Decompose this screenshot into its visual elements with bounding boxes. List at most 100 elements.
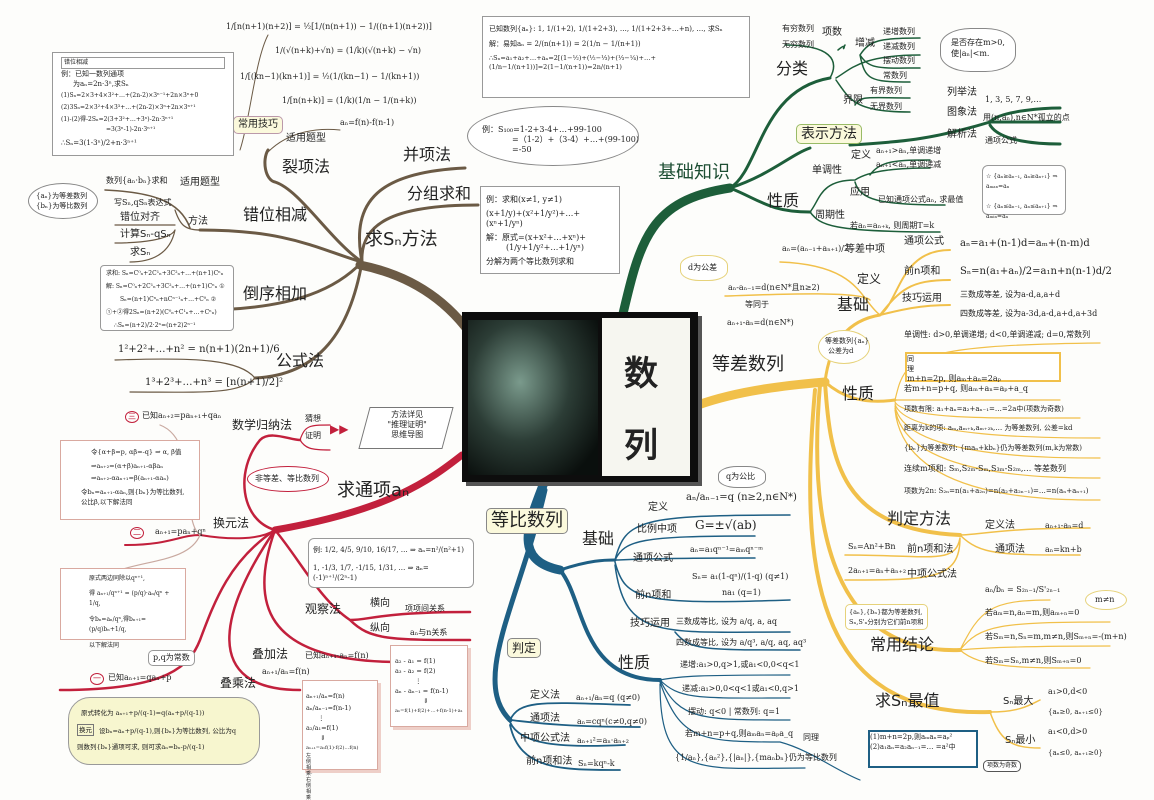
branch-shift <box>198 228 364 264</box>
case-2-line: 得 aₙ₊₁/qⁿ⁺¹ = (p/q)·aₙ/qⁿ + 1/q, <box>89 590 170 607</box>
reverse-example-line: ∴Sₙ=(n+2)/2·2ⁿ=(n+2)2ⁿ⁻¹ <box>114 322 196 329</box>
arith-base-label: 基础 <box>837 295 870 314</box>
split-use-label: 适用题型 <box>286 133 326 144</box>
arith-trick-4: 四数成等差, 设为a-3d,a-d,a+d,a+3d <box>960 309 1098 318</box>
sn-max-label: Sₙ最大 <box>1003 696 1034 707</box>
branch-arith-extreme <box>808 388 992 715</box>
group-sum-label: 分组求和 <box>407 184 472 203</box>
arith-gen-label: 通项公式 <box>904 236 944 247</box>
geo-prop-2: 递减:a₁>0,0<q<1或a₁<0,q>1 <box>682 684 799 693</box>
merge-example-line: 例：S₁₀₀=1-2+3-4+…+99-100 <box>482 125 602 134</box>
case-3-line: 令bₙ=aₙ₊₁-αaₙ,则{bₙ}为等比数列, <box>81 488 185 496</box>
split-example-line: 解：易知aₙ = 2/(n(n+1)) = 2(1/n − 1/(n+1)) <box>489 40 641 48</box>
basics-label: 基础知识 <box>658 162 730 183</box>
thought-line: 是否存在m>0, <box>951 38 1005 47</box>
monotonic-label: 单调性 <box>812 165 842 176</box>
case-1-badge: 一 <box>90 673 104 685</box>
geo-judge-sum: 前n项和法 <box>526 756 573 767</box>
shift-example-line: ∴Sₙ=3(1-3ⁿ)/2+n·3ⁿ⁺¹ <box>61 139 137 147</box>
arith-concl-note-line: Sₙ,S'ₙ分别为它们前n项和 <box>849 618 924 626</box>
arith-judge-label: 判定方法 <box>887 509 952 528</box>
arith-same-formula: m+n=2p, 则aₘ+aₙ=2aₚ <box>907 374 1001 383</box>
arith-judge-mid-formula: 2aₙ₊₁=aₙ+aₙ₊₂ <box>848 566 907 575</box>
geo-trick-3: 三数成等比, 设为 a/q, a, aq <box>676 617 778 626</box>
induction-label: 数学归纳法 <box>232 418 293 432</box>
shift-step-4: 求Sₙ <box>130 247 151 258</box>
shift-example-line: (2)3Sₙ=2×3²+4×3³+…+(2n-2)×3ⁿ+2n×3ⁿ⁺¹ <box>61 104 196 111</box>
observe-example-box: 例: 1/2, 4/5, 9/10, 16/17, … ⇒ aₙ=n²/(n²+… <box>308 538 474 588</box>
shift-example-line: 例：已知一数列通项 <box>61 70 124 78</box>
arith-note-line: 等差数列{aₙ} <box>825 337 870 345</box>
arith-prop-5: 连续m项和: Sₘ,S₂ₘ-Sₘ,S₃ₘ-S₂ₘ,… 等差数列 <box>904 464 1066 473</box>
bound-label: 界限 <box>843 95 863 106</box>
split-formula-3: 1/[(kn−1)(kn+1)] = ½(1/(kn−1) − 1/(kn+1)… <box>240 72 420 81</box>
mono-dec: aₙ₊₁<aₙ,单调递减 <box>876 160 942 169</box>
thought-line: 使|aₙ|<m. <box>951 49 990 58</box>
formula-squares: 1²+2²+…+n² = n(n+1)(2n+1)/6 <box>118 344 280 355</box>
apply-example: 已知通项公式aₙ, 求最值 <box>878 195 964 204</box>
branch-arith-concl <box>815 383 962 653</box>
case-1-line: 则数列{bₙ}通项可求, 则可求aₙ=bₙ-p/(q-1) <box>77 743 205 751</box>
list-example: 1, 3, 5, 7, 9,… <box>985 95 1042 104</box>
arith-concl-1: 若aₘ=n,aₙ=m,则aₘ₊ₙ=0 <box>985 608 1080 617</box>
group-example-line: 解：原式=(x+x²+…+xⁿ)+ <box>486 233 586 242</box>
shift-subtract-label: 错位相减 <box>243 205 308 224</box>
oscillating-seq: 摆动数列 <box>883 56 915 65</box>
geo-judge-sum-formula: Sₙ=kqⁿ-k <box>578 759 615 768</box>
geo-prop-3: 摆动: q<0 | 常数列: q=1 <box>688 707 781 716</box>
arith-def-formula-2: aₙ₊₁-aₙ=d(n∈N*) <box>727 318 794 327</box>
shift-method-label: 方法 <box>188 216 208 227</box>
q-note-text: q为公比 <box>726 472 756 481</box>
shift-example-line: 为aₙ=2n·3ⁿ,求Sₙ <box>73 80 129 88</box>
observe-example-line: 例: 1/2, 4/5, 9/10, 16/17, … ⇒ aₙ=n²/(n²+… <box>313 546 464 554</box>
pq-constant-note: p,q为常数 <box>148 650 195 666</box>
arith-judge-def-formula: aₙ₊₁-aₙ=d <box>1045 521 1084 530</box>
split-example-line: 已知数列{aₙ}: 1, 1/(1+2), 1/(1+2+3), …, 1/(1… <box>489 25 723 33</box>
arith-note-line: 公差为d <box>828 347 854 355</box>
branch-represent <box>728 146 812 190</box>
case-3-line: 令{α+β=p, αβ=-q} ⇒ α, β值 <box>91 448 182 456</box>
common-tricks-tag: 常用技巧 <box>233 116 283 134</box>
merge-example-line: =（1-2）+（3-4）+…+(99-100) <box>512 135 639 144</box>
add-method-label: 叠加法 <box>252 647 289 661</box>
geo-props-label: 性质 <box>618 653 651 672</box>
add-line: ⇓ <box>423 697 429 705</box>
branch-arith-trunk <box>693 377 830 410</box>
max-condition: ☆ {aₙ≥aₙ₋₁, aₙ≥aₙ₊₁} ⇒ aₘₐₓ=aₙ <box>986 173 1058 190</box>
merge-example-line: =-50 <box>512 145 532 154</box>
basics-props-label: 性质 <box>767 191 800 210</box>
mono-inc: aₙ₊₁>aₙ,单调递增 <box>876 146 942 155</box>
trend-label: 增减 <box>855 38 875 49</box>
case-3-line: ⇒aₙ₊₂=(α+β)aₙ₊₁-αβaₙ <box>91 462 164 470</box>
branch-basics-trunk <box>617 183 735 323</box>
induction-reference-box: 方法详见 "推理证明" 思维导图 <box>358 407 454 449</box>
shift-example-note: 错位相减 例：已知一数列通项 为aₙ=2n·3ⁿ,求Sₙ (1)Sₙ=2×3+4… <box>52 52 234 156</box>
geo-trick-label: 技巧运用 <box>630 618 670 629</box>
geo-judge-def: 定义法 <box>530 690 560 701</box>
arith-concl-3: 若Sₘ=Sₙ,m≠n,则Sₘ₊ₙ=0 <box>985 656 1082 665</box>
reverse-example-line: 解: Sₙ=C⁰ₙ+2C¹ₙ+3C²ₙ+…+(n+1)Cⁿₙ ① <box>106 283 225 290</box>
induction-prove: 证明 <box>305 431 321 440</box>
case-2-badge: 二 <box>130 527 144 539</box>
case-3-tag-card: 令{α+β=p, αβ=-q} ⇒ α, β值 ⇒aₙ₊₂=(α+β)aₙ₊₁-… <box>60 440 200 520</box>
merge-example-bubble: 例：S₁₀₀=1-2+3-4+…+99-100 =（1-2）+（3-4）+…+(… <box>467 106 639 166</box>
geo-prop-4: 若m+n=p+q,则aₘaₙ=aₚa_q <box>685 729 794 738</box>
case-3-condition: 已知aₙ₊₂=paₙ₊₁+qaₙ <box>142 411 222 420</box>
center-title-card: 数 列 <box>462 312 698 482</box>
arith-def-formula: aₙ-aₙ₋₁=d(n∈N*且n≥2) <box>728 283 820 292</box>
branch-arith-props <box>823 380 897 403</box>
mul-side-note: 左侧相乘·右侧相乘 <box>306 753 313 800</box>
extreme-value-box: ☆ {aₙ≥aₙ₋₁, aₙ≥aₙ₊₁} ⇒ aₘₐₓ=aₙ ☆ {aₙ≤aₙ₋… <box>982 165 1066 220</box>
branch-props <box>728 186 812 214</box>
reference-line: "推理证明" <box>387 420 427 429</box>
m-ne-n-text: m≠n <box>1095 595 1115 604</box>
geo-seq-tag: 等比数列 <box>486 508 568 534</box>
branch-geo-props <box>558 568 662 682</box>
arith-equiv-label: 等同于 <box>745 300 769 309</box>
subst-tag: 换元 <box>77 724 94 736</box>
arith-judge-gen: 通项法 <box>995 544 1025 555</box>
arith-prop-3: 距离为k的项: aₘ,aₘ₊ₖ,aₘ₊₂ₖ,… 为等差数列, 公差=kd <box>904 424 1073 432</box>
split-example-window: 已知数列{aₙ}: 1, 1/(1+2), 1/(1+2+3), …, 1/(1… <box>482 16 750 98</box>
d-note-bubble: d为公差 <box>680 255 728 281</box>
branch-sum-trunk <box>355 260 483 350</box>
